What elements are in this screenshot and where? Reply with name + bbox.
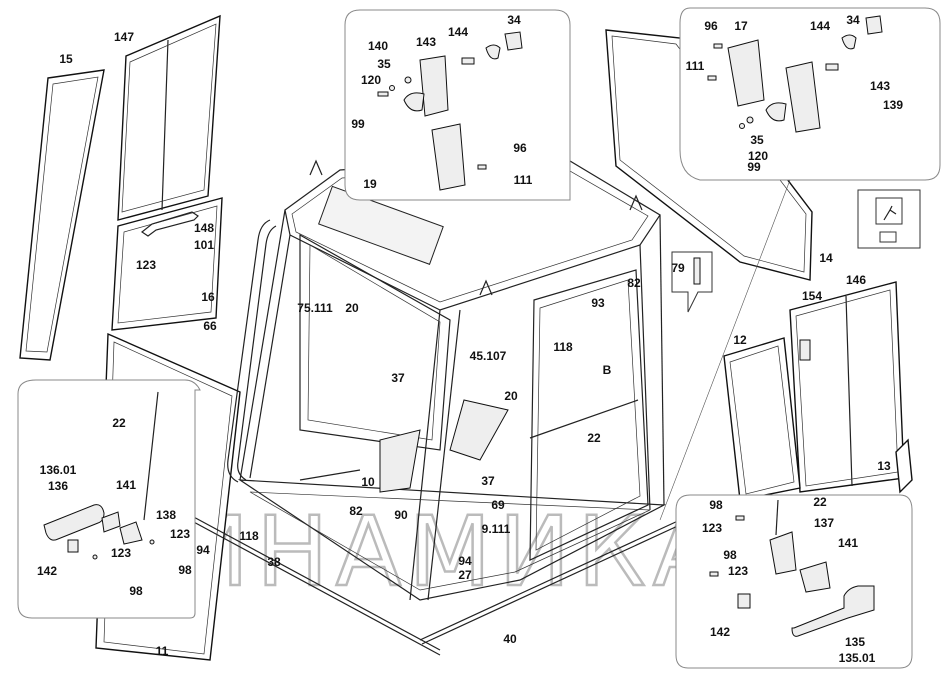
- part-number-label: 123: [170, 527, 190, 541]
- part-number-label: 93: [591, 296, 605, 310]
- part-number-label: 19: [363, 177, 377, 191]
- window-pane-15: [19, 69, 105, 361]
- part-number-label: 96: [513, 141, 527, 155]
- part-number-label: 40: [503, 632, 517, 646]
- part-number-label: 123: [111, 546, 131, 560]
- part-number-label: 118: [239, 529, 259, 543]
- part-number-label: 118: [553, 340, 573, 354]
- part-number-label: 111: [686, 59, 705, 73]
- part-number-label: 34: [846, 13, 860, 27]
- part-number-label: 143: [416, 35, 436, 49]
- part-number-label: 123: [702, 521, 722, 535]
- part-number-label: 34: [507, 13, 521, 27]
- callout-79: [671, 251, 713, 313]
- detail-inset-left: [17, 379, 201, 619]
- part-number-label: 101: [194, 238, 214, 252]
- handle-148: [140, 211, 199, 237]
- part-number-label: 147: [114, 30, 134, 44]
- part-number-label: 142: [37, 564, 57, 578]
- part-number-label: 20: [345, 301, 359, 315]
- part-number-label: 15: [59, 52, 73, 66]
- part-number-label: 144: [448, 25, 468, 39]
- part-number-label: 69: [491, 498, 505, 512]
- part-number-label: 38: [267, 555, 281, 569]
- part-number-label: 148: [194, 221, 214, 235]
- part-number-label: 143: [870, 79, 890, 93]
- part-number-label: 120: [361, 73, 381, 87]
- window-pane-13: [895, 438, 913, 494]
- part-number-label: 20: [504, 389, 518, 403]
- cab-frame: [189, 154, 683, 656]
- part-number-label: 12: [733, 333, 747, 347]
- part-number-label: 135: [845, 635, 865, 649]
- part-number-label: 98: [178, 563, 192, 577]
- part-number-label: 27: [458, 568, 472, 582]
- detail-inset-right: [675, 494, 913, 669]
- part-number-label: 120: [748, 149, 768, 163]
- part-number-label: 22: [813, 495, 827, 509]
- part-number-label: 137: [814, 516, 834, 530]
- part-number-label: 139: [883, 98, 903, 112]
- part-number-label: 154: [802, 289, 822, 303]
- part-number-label: 66: [203, 319, 217, 333]
- part-number-label: 98: [723, 548, 737, 562]
- part-number-label: 94: [196, 543, 210, 557]
- window-pane-12: [723, 337, 801, 501]
- part-number-label: 22: [112, 416, 126, 430]
- part-number-label: 17: [734, 19, 748, 33]
- part-number-label: 37: [481, 474, 495, 488]
- part-number-label: 123: [136, 258, 156, 272]
- part-number-label: 136.01: [40, 463, 77, 477]
- sticker-154: [799, 339, 811, 361]
- emergency-exit-sign: [857, 189, 921, 249]
- part-number-label: 98: [709, 498, 723, 512]
- part-number-label: 35: [750, 133, 764, 147]
- part-number-label: 82: [349, 504, 363, 518]
- detail-inset-top-right: [659, 7, 941, 521]
- part-number-label: 141: [116, 478, 136, 492]
- part-number-label: 10: [361, 475, 375, 489]
- part-number-label: 111: [514, 173, 533, 187]
- part-number-label: 90: [394, 508, 408, 522]
- part-number-label: 138: [156, 508, 176, 522]
- part-number-label: 144: [810, 19, 830, 33]
- part-number-label: 22: [587, 431, 601, 445]
- part-number-label: 35: [377, 57, 391, 71]
- window-pane-147: [117, 14, 221, 221]
- window-pane-16: [111, 197, 223, 331]
- part-number-label: 79: [671, 261, 685, 275]
- part-number-label: 94: [458, 554, 472, 568]
- part-number-label: 142: [710, 625, 730, 639]
- part-number-label: 140: [368, 39, 388, 53]
- part-number-label: 75.111: [297, 301, 333, 315]
- part-number-label: 99: [747, 160, 761, 174]
- part-number-label: B: [603, 363, 612, 377]
- part-number-label: 136: [48, 479, 68, 493]
- part-number-label: 146: [846, 273, 866, 287]
- part-number-label: 99: [351, 117, 365, 131]
- part-number-label: 14: [819, 251, 833, 265]
- part-number-label: 135.01: [839, 651, 876, 665]
- part-number-label: 96: [704, 19, 718, 33]
- part-number-label: 82: [627, 276, 641, 290]
- part-number-label: 9.111: [482, 522, 511, 536]
- part-number-label: 45.107: [470, 349, 507, 363]
- part-number-label: 37: [391, 371, 405, 385]
- part-number-label: 141: [838, 536, 858, 550]
- part-number-label: 123: [728, 564, 748, 578]
- part-number-label: 11: [156, 644, 169, 658]
- part-number-label: 98: [129, 584, 143, 598]
- part-number-label: 13: [877, 459, 891, 473]
- detail-inset-top-center: [344, 9, 571, 201]
- part-number-label: 16: [201, 290, 215, 304]
